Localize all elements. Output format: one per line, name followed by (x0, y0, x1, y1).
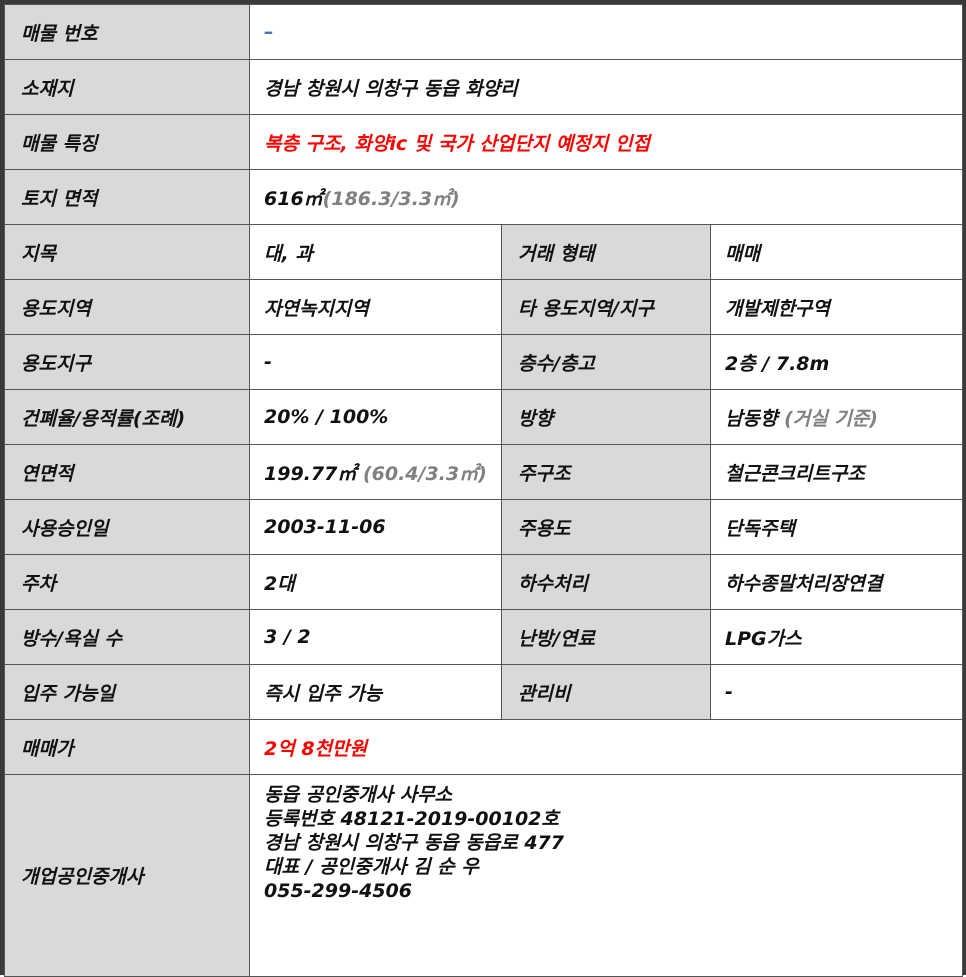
row-zoning: 용도지역 자연녹지지역 타 용도지역/지구 개발제한구역 (4, 279, 964, 335)
label-district: 용도지구 (4, 334, 250, 390)
row-ratio: 건폐율/용적률(조례) 20% / 100% 방향 남동향 (거실 기준) (4, 389, 964, 445)
label-transaction-type: 거래 형태 (501, 224, 711, 280)
value-parking: 2대 (249, 554, 502, 610)
agent-representative: 대표 / 공인중개사 김 순 우 (264, 856, 479, 878)
value-district: - (249, 334, 502, 390)
value-approval-date: 2003-11-06 (249, 499, 502, 555)
label-property-no: 매물 번호 (4, 4, 250, 60)
row-land-type: 지목 대, 과 거래 형태 매매 (4, 224, 964, 280)
label-location: 소재지 (4, 59, 250, 115)
row-agent: 개업공인중개사 동읍 공인중개사 사무소 등록번호 48121-2019-001… (4, 774, 964, 977)
value-land-area-pyeong: (186.3/3.3㎡) (322, 187, 460, 210)
value-other-zoning: 개발제한구역 (709, 279, 964, 335)
label-rooms: 방수/욕실 수 (4, 609, 250, 665)
row-move-in: 입주 가능일 즉시 입주 가능 관리비 - (4, 664, 964, 720)
value-land-area: 616㎡ (264, 187, 323, 210)
value-location: 경남 창원시 의창구 동읍 화양리 (248, 59, 964, 115)
value-features: 복층 구조, 화양ic 및 국가 산업단지 예정지 인접 (248, 114, 964, 170)
value-floors: 2층 / 7.8m (709, 334, 964, 390)
agent-office-name: 동읍 공인중개사 사무소 (264, 784, 453, 806)
agent-registration-no: 등록번호 48121-2019-00102호 (264, 808, 559, 830)
row-features: 매물 특징 복층 구조, 화양ic 및 국가 산업단지 예정지 인접 (4, 114, 964, 170)
label-main-use: 주용도 (501, 499, 711, 555)
value-land-type: 대, 과 (249, 224, 502, 280)
value-structure: 철근콘크리트구조 (709, 444, 964, 500)
label-agent: 개업공인중개사 (4, 774, 250, 977)
value-direction-cell: 남동향 (거실 기준) (709, 389, 964, 445)
value-floor-area: 199.77㎡ (264, 462, 357, 485)
value-direction: 남동향 (725, 407, 778, 430)
value-main-use: 단독주택 (709, 499, 964, 555)
value-agent: 동읍 공인중개사 사무소 등록번호 48121-2019-00102호 경남 창… (248, 774, 964, 977)
label-floor-area: 연면적 (4, 444, 250, 500)
agent-phone: 055-299-4506 (264, 880, 412, 902)
row-property-no: 매물 번호 – (4, 4, 964, 60)
value-move-in: 즉시 입주 가능 (249, 664, 502, 720)
label-ratio: 건폐율/용적률(조례) (4, 389, 250, 445)
value-transaction-type: 매매 (709, 224, 964, 280)
label-structure: 주구조 (501, 444, 711, 500)
label-other-zoning: 타 용도지역/지구 (501, 279, 711, 335)
agent-address: 경남 창원시 의창구 동읍 동읍로 477 (264, 832, 564, 854)
label-approval-date: 사용승인일 (4, 499, 250, 555)
label-zoning: 용도지역 (4, 279, 250, 335)
row-price: 매매가 2억 8천만원 (4, 719, 964, 775)
property-info-table: 매물 번호 – 소재지 경남 창원시 의창구 동읍 화양리 매물 특징 복층 구… (4, 4, 964, 977)
label-heating: 난방/연료 (501, 609, 711, 665)
label-price: 매매가 (4, 719, 250, 775)
value-ratio: 20% / 100% (249, 389, 502, 445)
value-heating: LPG가스 (709, 609, 964, 665)
row-land-area: 토지 면적 616㎡(186.3/3.3㎡) (4, 169, 964, 225)
row-rooms: 방수/욕실 수 3 / 2 난방/연료 LPG가스 (4, 609, 964, 665)
label-land-type: 지목 (4, 224, 250, 280)
label-direction: 방향 (501, 389, 711, 445)
label-parking: 주차 (4, 554, 250, 610)
label-floors: 층수/층고 (501, 334, 711, 390)
value-floor-area-cell: 199.77㎡ (60.4/3.3㎡) (249, 444, 502, 500)
value-rooms: 3 / 2 (249, 609, 502, 665)
row-parking: 주차 2대 하수처리 하수종말처리장연결 (4, 554, 964, 610)
label-features: 매물 특징 (4, 114, 250, 170)
row-district: 용도지구 - 층수/층고 2층 / 7.8m (4, 334, 964, 390)
value-zoning: 자연녹지지역 (249, 279, 502, 335)
value-property-no: – (248, 4, 964, 60)
value-direction-note: (거실 기준) (784, 407, 878, 430)
value-sewage: 하수종말처리장연결 (709, 554, 964, 610)
row-floor-area: 연면적 199.77㎡ (60.4/3.3㎡) 주구조 철근콘크리트구조 (4, 444, 964, 500)
label-maintenance-fee: 관리비 (501, 664, 711, 720)
value-price: 2억 8천만원 (248, 719, 964, 775)
label-land-area: 토지 면적 (4, 169, 250, 225)
value-maintenance-fee: - (709, 664, 964, 720)
row-approval-date: 사용승인일 2003-11-06 주용도 단독주택 (4, 499, 964, 555)
label-move-in: 입주 가능일 (4, 664, 250, 720)
label-sewage: 하수처리 (501, 554, 711, 610)
value-land-area-cell: 616㎡(186.3/3.3㎡) (248, 169, 964, 225)
row-location: 소재지 경남 창원시 의창구 동읍 화양리 (4, 59, 964, 115)
value-floor-area-pyeong: (60.4/3.3㎡) (362, 462, 487, 485)
